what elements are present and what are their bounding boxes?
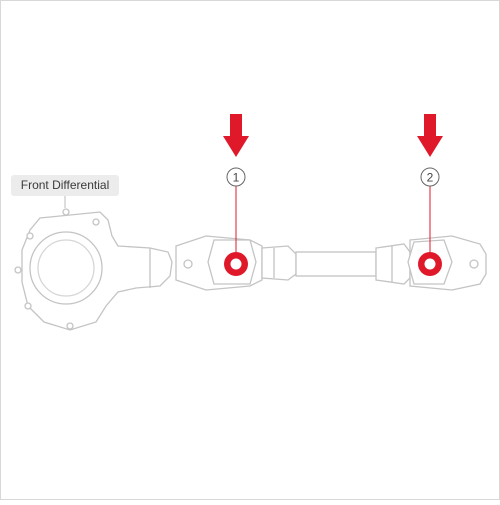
u-joint-left — [175, 235, 263, 291]
u-joint-right — [407, 235, 487, 291]
down-arrow-icon — [417, 114, 443, 157]
bushing-marker-2 — [418, 252, 442, 276]
front-differential-label: Front Differential — [11, 175, 119, 196]
slip-collar-left — [261, 245, 297, 281]
callout-circle-1: 1 — [226, 167, 246, 187]
marker-number-1: 1 — [233, 171, 240, 185]
marker-number-2: 2 — [427, 171, 434, 185]
shaft-tube — [295, 251, 377, 277]
down-arrow-icon — [223, 114, 249, 157]
front-differential-housing — [14, 208, 173, 331]
slip-collar-right — [375, 243, 411, 285]
callout-circle-2: 2 — [420, 167, 440, 187]
bushing-marker-1 — [224, 252, 248, 276]
